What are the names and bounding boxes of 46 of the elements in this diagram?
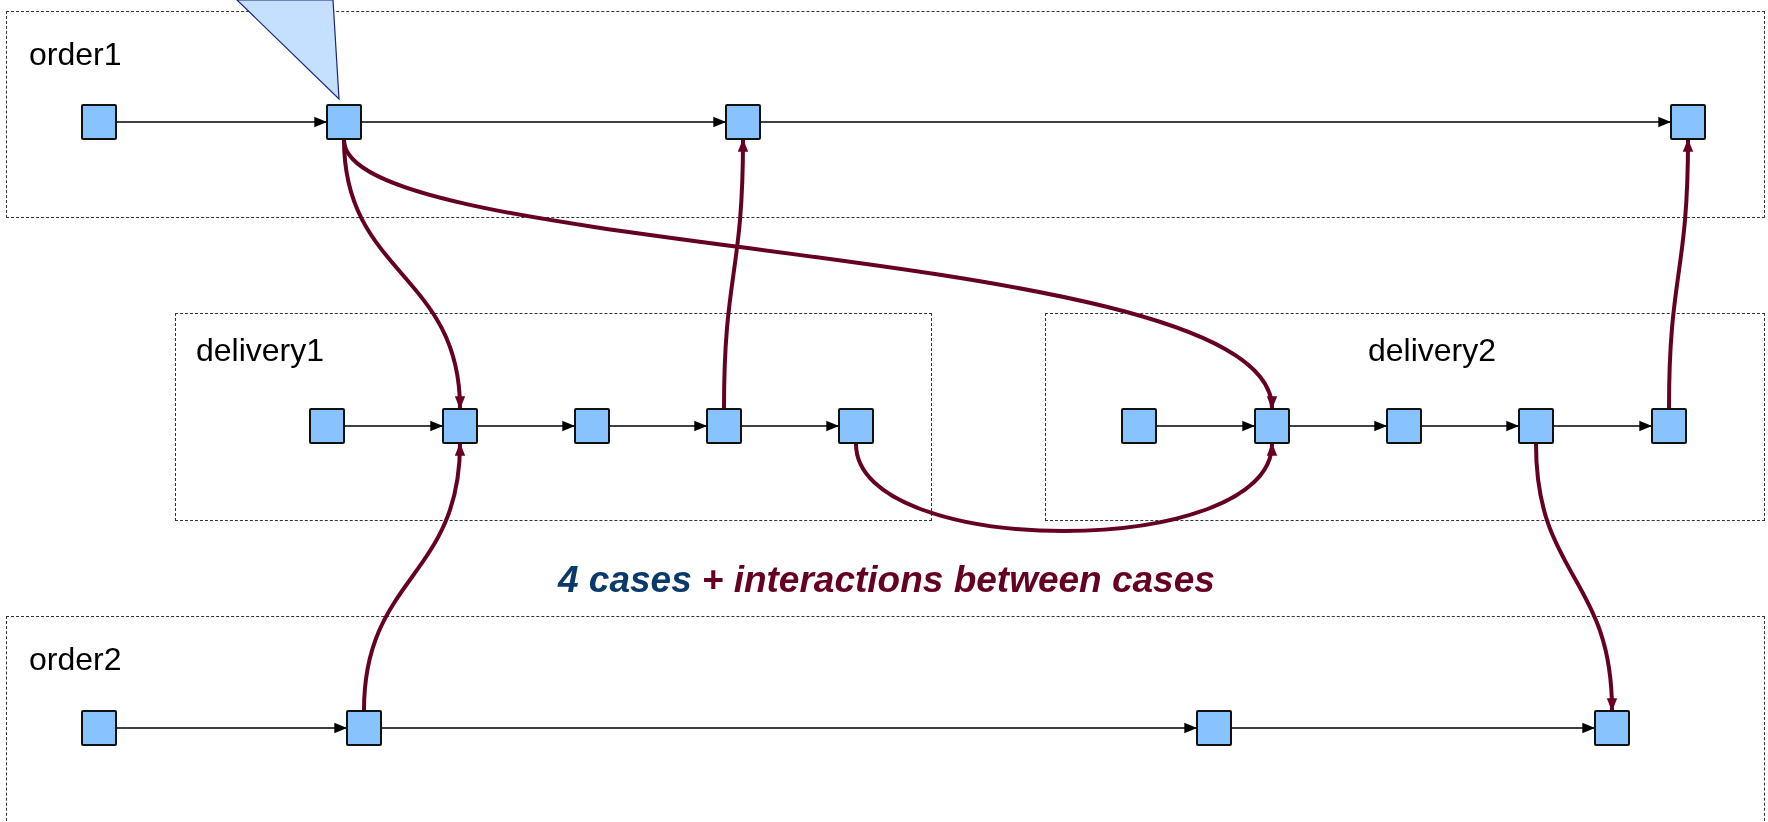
interaction-arrow [1534, 443, 1617, 712]
flow-arrow [760, 116, 1672, 128]
flow-arrow [1156, 420, 1256, 432]
activity-box [724, 103, 761, 140]
flow-arrow [381, 722, 1198, 734]
activity-box [1385, 407, 1422, 444]
interaction-arrow [1667, 138, 1694, 409]
case-boundary [175, 313, 932, 521]
activity-box [1650, 407, 1687, 444]
activity-box [441, 407, 478, 444]
activity-box [1669, 103, 1706, 140]
activity-box [573, 407, 610, 444]
activity-box [1120, 407, 1157, 444]
flow-arrow [1231, 722, 1596, 734]
callout-pointer [236, 0, 340, 100]
case-boundary [1045, 313, 1765, 521]
flow-arrow [1553, 420, 1653, 432]
flow-arrow [116, 722, 348, 734]
activity-box [1517, 407, 1554, 444]
activity-box [308, 407, 345, 444]
flow-arrow [1289, 420, 1388, 432]
case-name: delivery1 [196, 334, 325, 366]
flow-arrow [1421, 420, 1520, 432]
interaction-arrow [722, 138, 749, 409]
activity-box [1593, 709, 1630, 746]
flow-arrow [609, 420, 708, 432]
flow-arrow [116, 116, 328, 128]
activity-box [80, 103, 117, 140]
activity-box [345, 709, 382, 746]
activity-box [1195, 709, 1232, 746]
case-name: delivery2 [1368, 334, 1497, 366]
activity-box [837, 407, 874, 444]
activity-box [80, 709, 117, 746]
activity-box [325, 103, 362, 140]
flow-arrow [344, 420, 444, 432]
case-name: order2 [29, 643, 122, 675]
activity-box [705, 407, 742, 444]
interaction-arrow [362, 442, 465, 711]
caption-text: 4 cases [558, 559, 692, 600]
activity-box [1253, 407, 1290, 444]
case-name: order1 [29, 38, 122, 70]
caption-text: + interactions between cases [701, 559, 1215, 600]
flow-arrow [361, 116, 727, 128]
case-boundary [6, 616, 1765, 822]
flow-arrow [741, 420, 840, 432]
flow-arrow [477, 420, 576, 432]
